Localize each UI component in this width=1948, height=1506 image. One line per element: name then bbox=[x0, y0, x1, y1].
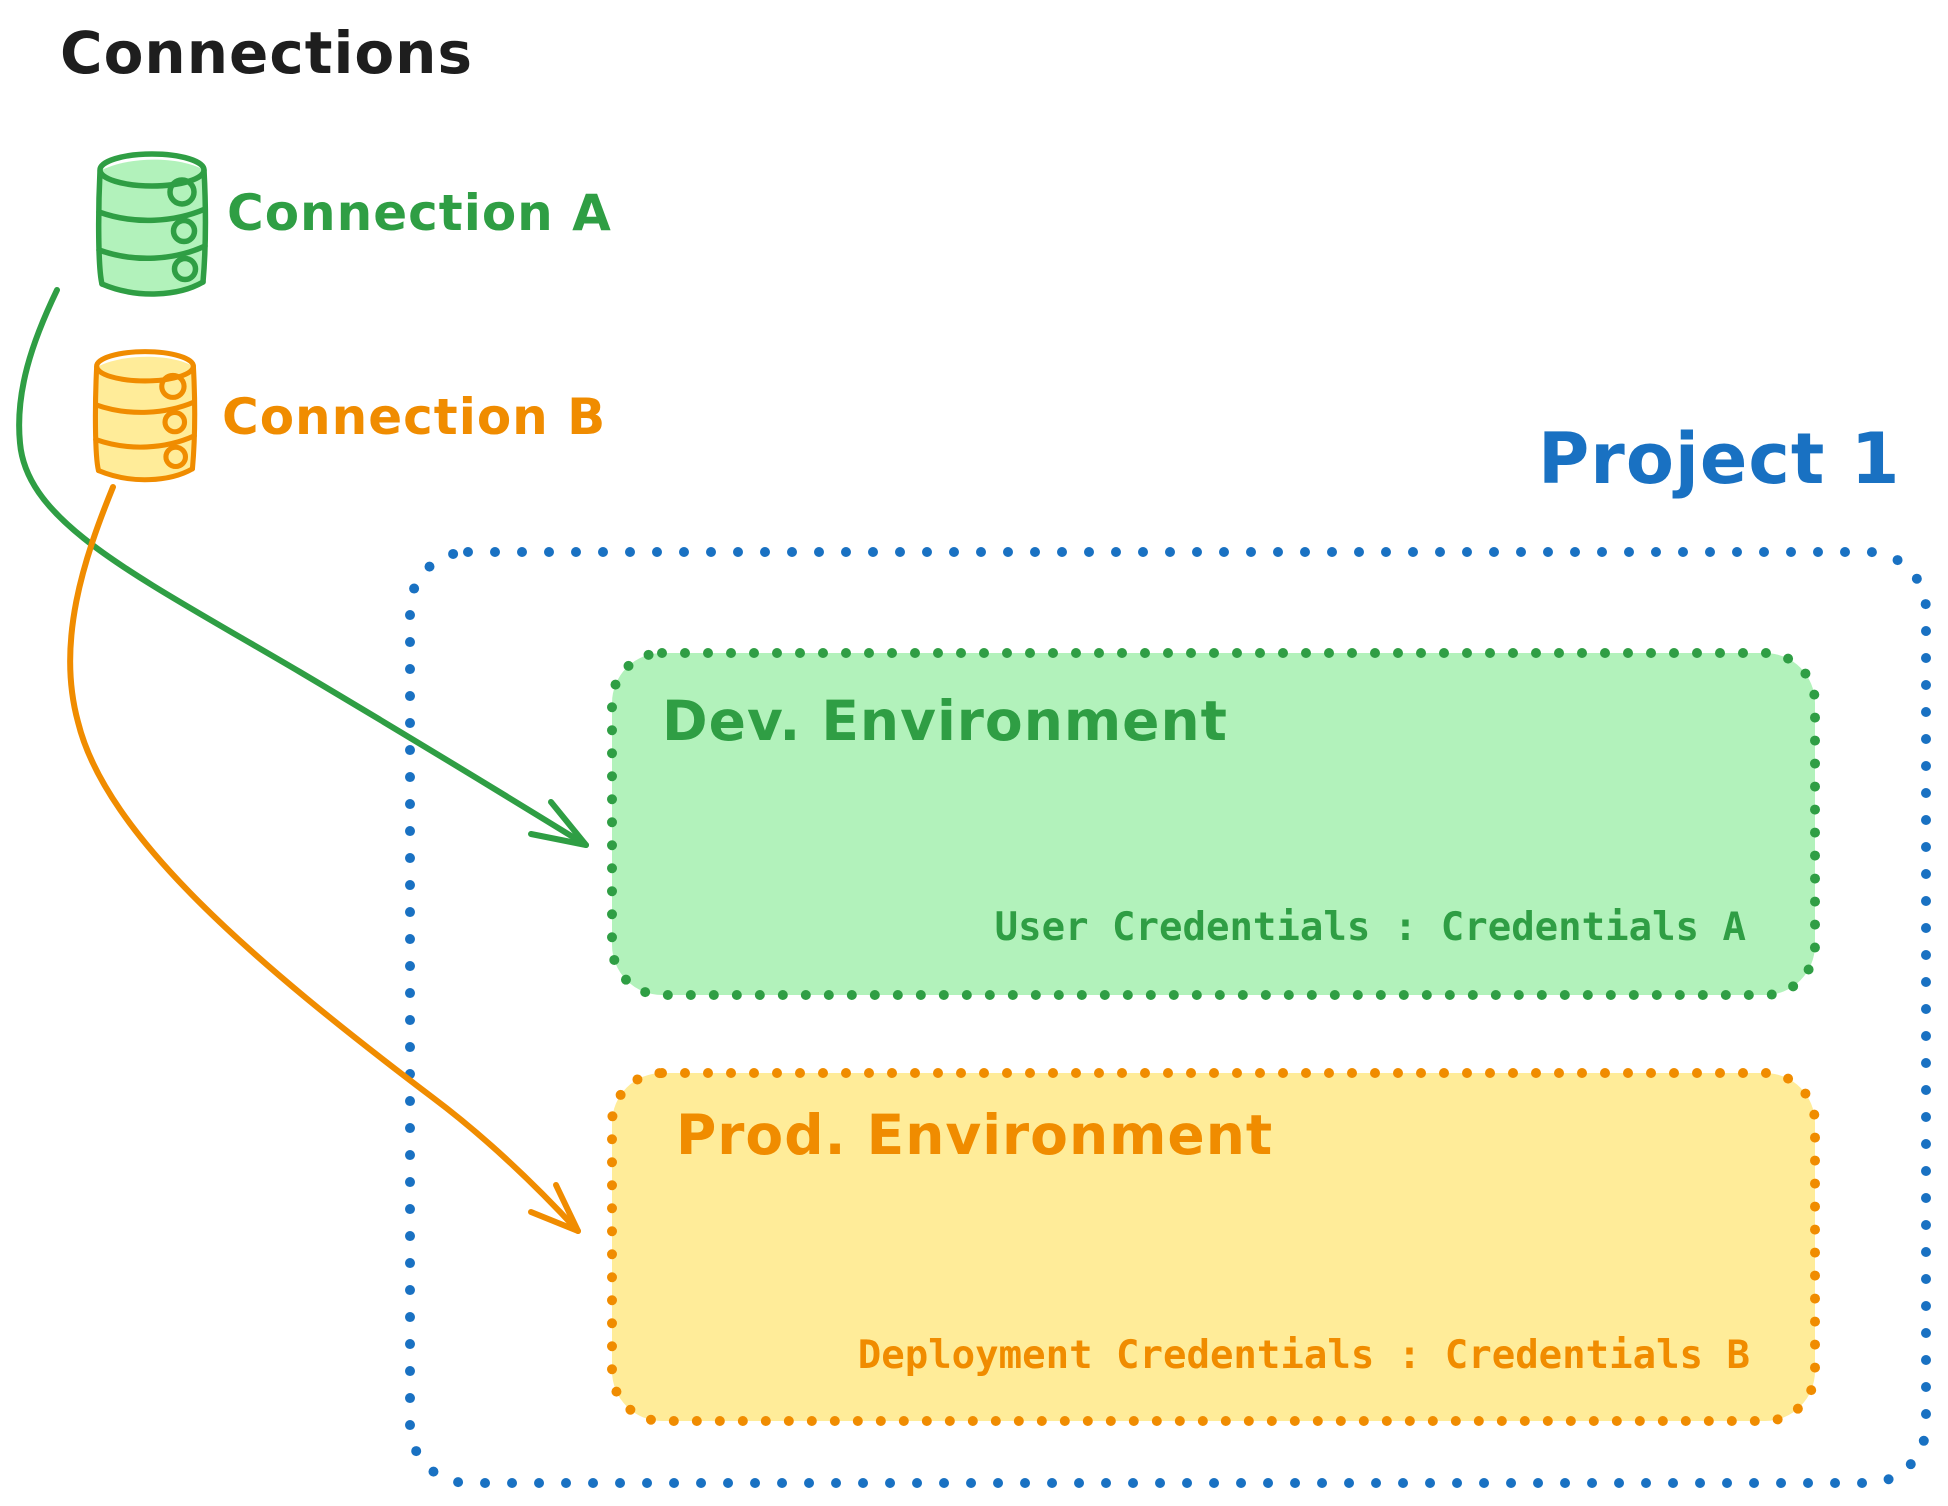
prod-environment-box bbox=[607, 1068, 1820, 1426]
dev-environment-label: Dev. Environment bbox=[662, 689, 1228, 753]
arrow-connection-a-to-dev bbox=[16, 287, 589, 848]
dev-environment-box bbox=[607, 648, 1820, 1000]
project-box bbox=[405, 547, 1931, 1488]
arrowhead-icon bbox=[528, 1182, 581, 1234]
database-a-icon bbox=[99, 154, 206, 294]
connection-a-label: Connection A bbox=[227, 184, 612, 242]
prod-credentials-label: Deployment Credentials : Credentials B bbox=[857, 1333, 1750, 1378]
database-b-icon bbox=[95, 352, 194, 480]
dev-credentials-label: User Credentials : Credentials A bbox=[994, 905, 1746, 950]
project-label: Project 1 bbox=[1538, 418, 1901, 500]
arrow-connection-b-to-prod bbox=[67, 484, 581, 1234]
diagram-title: Connections bbox=[60, 19, 473, 87]
connection-b-label: Connection B bbox=[222, 388, 607, 446]
arrowhead-icon bbox=[528, 799, 589, 848]
prod-environment-label: Prod. Environment bbox=[676, 1103, 1274, 1167]
